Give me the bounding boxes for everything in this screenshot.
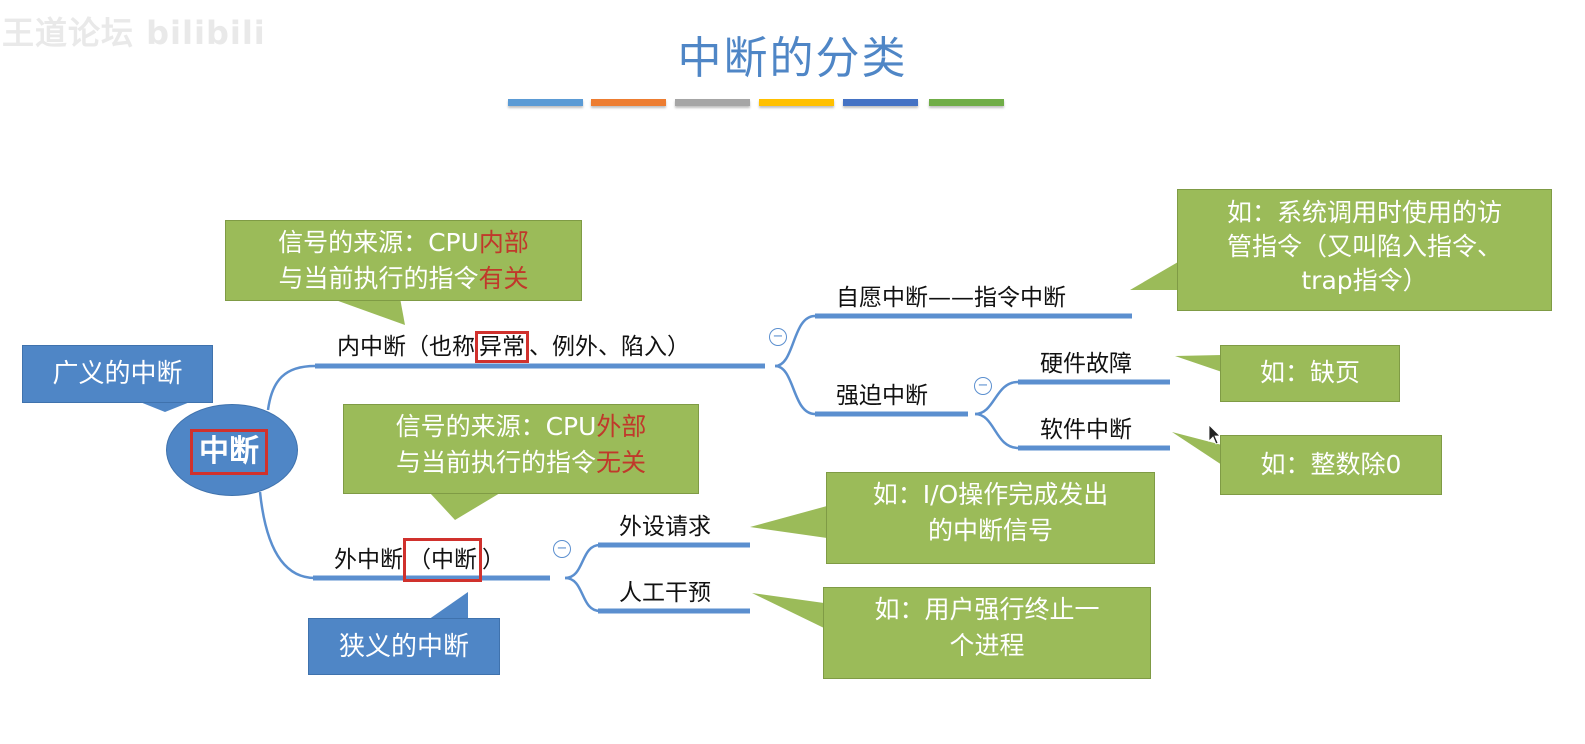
link-external-manual [564,576,601,613]
mouse-cursor-icon [1208,424,1221,445]
callout-pointer-peripheral [750,506,827,538]
collapse-internal-button[interactable]: − [769,328,787,346]
example-peripheral-line2: 的中断信号 [927,516,1053,545]
callout-external-source-line2: 与当前执行的指令无关 [395,448,647,477]
example-manual-line2: 个进程 [949,631,1025,660]
example-voluntary: 如：系统调用时使用的访 管指令（又叫陷入指令、 trap指令） [1177,189,1552,311]
node-forced-interrupt[interactable]: 强迫中断 [836,383,928,409]
callout-pointer-manual [752,593,824,628]
collapse-external-button[interactable]: − [553,540,571,558]
link-external-peripheral [564,543,601,580]
example-voluntary-line1: 如：系统调用时使用的访 [1226,198,1502,227]
callout-internal-source: 信号的来源：CPU内部 与当前执行的指令有关 [225,220,582,301]
callout-pointer-software [1172,432,1222,465]
node-software-interrupt[interactable]: 软件中断 [1040,417,1132,443]
callout-external-source: 信号的来源：CPU外部 与当前执行的指令无关 [343,404,699,494]
example-voluntary-line3: trap指令） [1301,266,1428,295]
link-forced-hardware [974,380,1019,416]
title-bar-5 [843,99,918,106]
example-software-interrupt: 如：整数除0 [1220,435,1442,495]
title-bar-3 [675,99,750,106]
callout-pointer-internal [330,298,405,325]
node-voluntary-interrupt[interactable]: 自愿中断——指令中断 [836,285,1066,311]
link-internal-voluntary [774,314,816,368]
example-manual-line1: 如：用户强行终止一 [874,595,1100,624]
callout-pointer-hardware [1175,355,1222,372]
link-root-internal [266,364,316,411]
callout-narrow-interrupt: 狭义的中断 [308,618,500,675]
highlight-exception: 异常 [475,331,529,363]
link-root-external [258,491,316,580]
title-bar-1 [508,99,583,106]
callout-internal-source-line2: 与当前执行的指令有关 [278,264,529,293]
callout-pointer-narrow [425,592,468,622]
title-bar-2 [591,99,666,106]
root-node[interactable] [167,405,297,495]
title-bar-6 [929,99,1004,106]
example-peripheral-request: 如：I/O操作完成发出 的中断信号 [826,472,1155,564]
callout-pointer-broad [140,402,190,412]
callout-internal-source-line1: 信号的来源：CPU内部 [278,228,529,257]
node-peripheral-request[interactable]: 外设请求 [619,514,711,540]
node-internal-interrupt[interactable]: 内中断（也称异常、例外、陷入） [337,327,690,363]
page-title: 中断的分类 [677,33,908,84]
callout-external-source-line1: 信号的来源：CPU外部 [395,412,647,441]
highlight-interrupt: （中断 [403,538,482,582]
link-internal-forced [774,364,816,416]
collapse-forced-button[interactable]: − [974,377,992,395]
root-node-label: 中断 [190,429,268,475]
example-peripheral-line1: 如：I/O操作完成发出 [872,480,1109,509]
example-voluntary-line2: 管指令（又叫陷入指令、 [1226,232,1502,261]
watermark: 王道论坛 bilibili [2,14,266,52]
link-forced-software [974,412,1019,450]
example-hardware-fault: 如：缺页 [1220,345,1400,402]
callout-pointer-external [430,493,500,520]
title-bar-4 [759,99,834,106]
node-hardware-fault[interactable]: 硬件故障 [1040,351,1132,377]
node-external-interrupt[interactable]: 外中断（中断） [334,538,505,582]
example-manual-intervention: 如：用户强行终止一 个进程 [823,587,1151,679]
callout-pointer-voluntary [1130,262,1178,290]
callout-broad-interrupt: 广义的中断 [22,345,213,403]
node-manual-intervention[interactable]: 人工干预 [619,580,711,606]
